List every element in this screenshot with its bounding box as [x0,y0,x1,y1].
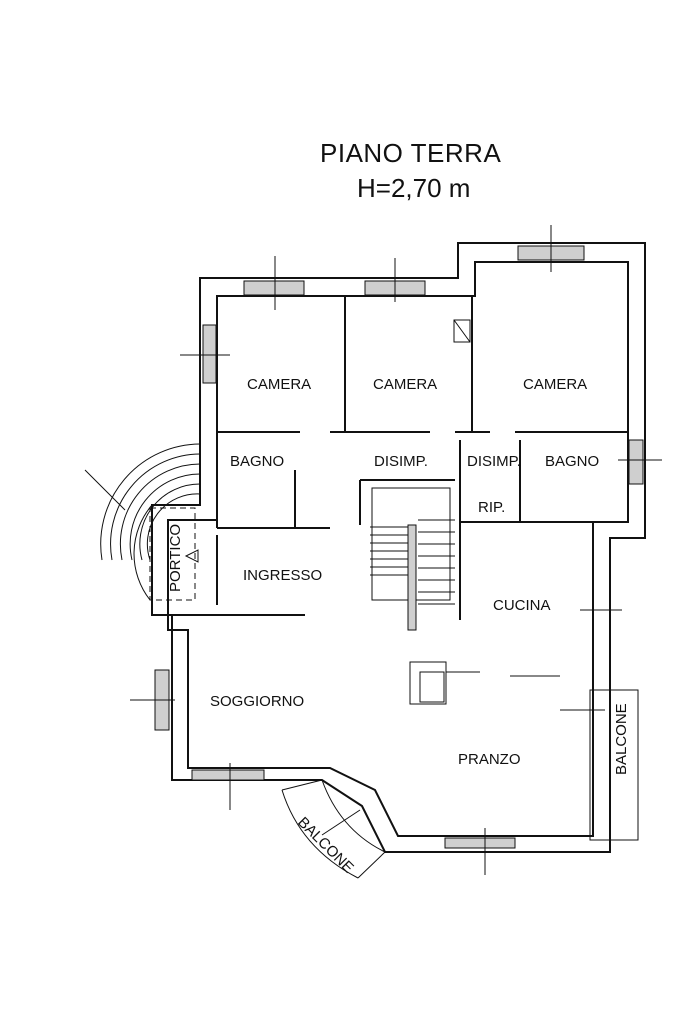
room-label-camera-3: CAMERA [523,376,587,393]
plan-title: PIANO TERRA [320,138,502,168]
plan-height: H=2,70 m [357,173,471,203]
staircase [370,487,455,631]
room-label-disimp-1: DISIMP. [374,453,428,470]
room-label-cucina: CUCINA [493,597,551,614]
room-label-bagno-1: BAGNO [230,453,284,470]
room-label-balcone-side: BALCONE [613,703,630,775]
outer-walls [151,242,646,853]
portico-steps [84,443,201,601]
room-label-ingresso: INGRESSO [243,567,322,584]
room-label-portico: PORTICO [167,524,184,592]
interior-walls [172,296,628,620]
room-label-pranzo: PRANZO [458,751,521,768]
room-label-soggiorno: SOGGIORNO [210,693,304,710]
room-label-bagno-2: BAGNO [545,453,599,470]
room-label-camera-1: CAMERA [247,376,311,393]
window-markers [130,225,662,875]
room-label-rip: RIP. [478,499,505,516]
room-label-camera-2: CAMERA [373,376,437,393]
room-label-disimp-2: DISIMP. [467,453,521,470]
side-balcony [589,689,639,841]
curved-balcony [281,779,386,879]
